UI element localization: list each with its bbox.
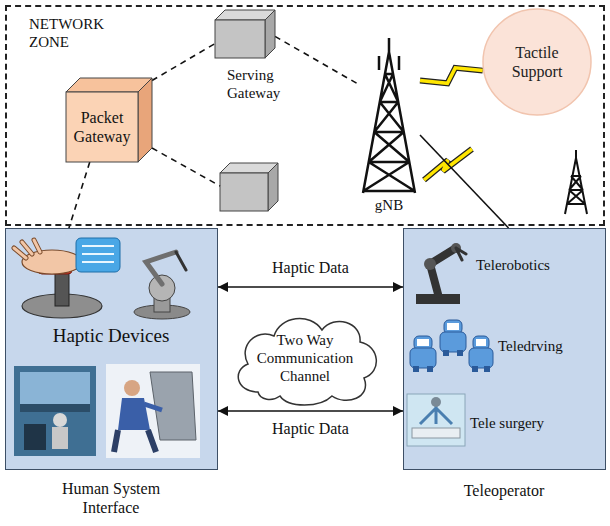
- robot-arm-icon: [416, 243, 466, 304]
- link-line: [420, 135, 509, 228]
- link-line: [69, 162, 90, 228]
- panel-ground: [5, 228, 218, 470]
- interface-panel: Haptic DevicesHuman System Interface: [5, 228, 218, 470]
- edge-label: Haptic Data: [269, 258, 352, 277]
- surgery-photo: [407, 394, 465, 446]
- item-label: Teledrving: [498, 337, 603, 355]
- panel-caption: Human System Interface: [41, 479, 181, 517]
- network-zone: NETWORK ZONE Packet Gateway Serving Gatewa…: [5, 5, 605, 226]
- simulator-photo: [14, 366, 96, 456]
- shape-outline: [482, 8, 592, 116]
- panel-ground: [403, 228, 606, 470]
- data-arrow: [218, 410, 403, 412]
- bolt-outline: [420, 68, 483, 83]
- item-label: Tele surgery: [470, 414, 602, 432]
- channel-cloud: Two Way Communication Channel: [228, 310, 382, 406]
- base-station: gNB: [358, 38, 420, 193]
- node-label: gNB: [369, 196, 409, 214]
- link-line: [275, 36, 358, 84]
- node-label: Two Way Communication Channel: [246, 310, 364, 406]
- link-line: [152, 44, 215, 81]
- haptic-device-icon: [134, 252, 190, 319]
- dashed-link: [152, 148, 220, 186]
- zone-title: NETWORK ZONE: [29, 15, 119, 51]
- joystick-icon: [14, 238, 120, 318]
- node-label: Tactile Support: [492, 8, 582, 116]
- edge-label: Haptic Data: [269, 419, 352, 438]
- car-icons: [410, 320, 493, 372]
- wireless-link: [420, 68, 483, 83]
- gateway-box: Serving Gateway: [215, 10, 275, 58]
- support-circle: Tactile Support: [482, 8, 592, 116]
- teleoperator-panel: TeleroboticsTeledrvingTele surgeryTeleop…: [403, 228, 606, 470]
- surgeon-console-photo: [106, 364, 200, 458]
- shape-outline: [215, 10, 275, 58]
- gateway-box: Packet Gateway: [66, 78, 152, 162]
- data-arrow: [218, 286, 403, 288]
- node-label: Packet Gateway: [66, 92, 138, 162]
- shape-outline: [358, 38, 420, 193]
- node-label: Serving Gateway: [227, 66, 307, 102]
- panel-heading: Haptic Devices: [6, 325, 216, 348]
- tower-symbol: [565, 150, 587, 214]
- panel-caption: Teleoperator: [424, 481, 584, 500]
- item-label: Telerobotics: [476, 256, 601, 274]
- gateway-box: [220, 163, 278, 211]
